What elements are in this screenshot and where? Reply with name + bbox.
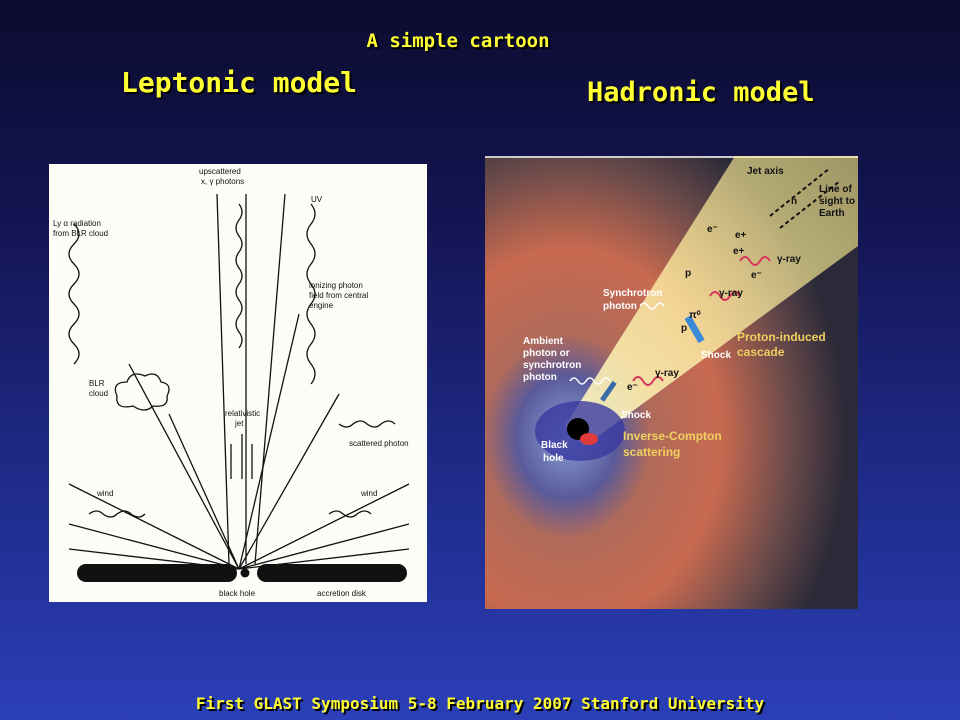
label-ambient-1: Ambient: [523, 336, 564, 347]
lya-photon-wave: [68, 223, 80, 365]
shock-lower: [600, 380, 617, 402]
label-black-hole: black hole: [219, 589, 256, 598]
label-scattered-photon: scattered photon: [349, 439, 409, 448]
hadronic-model-title: Hadronic model: [587, 77, 815, 108]
label-black: Black: [541, 440, 568, 451]
accretion-disk-left: [77, 564, 237, 582]
label-lya-2: from BLR cloud: [53, 229, 108, 238]
label-uv: UV: [311, 195, 323, 204]
label-e-minus-2: e⁻: [751, 270, 762, 281]
label-line-of-sight-2: sight to: [819, 196, 855, 207]
label-line-of-sight-3: Earth: [819, 208, 845, 219]
label-gamma-ray-2: γ-ray: [719, 288, 743, 299]
label-blr-2: cloud: [89, 389, 108, 398]
label-shock-upper: Shock: [701, 350, 731, 361]
label-upscattered: upscattered: [199, 167, 241, 176]
label-hole: hole: [543, 453, 564, 464]
scattered-photon-wave: [338, 420, 396, 428]
label-lya-1: Ly α radiation: [53, 219, 101, 228]
label-pi0: π⁰: [689, 310, 701, 321]
label-n: n: [791, 196, 797, 207]
label-proton-induced: Proton-induced: [737, 330, 826, 344]
leptonic-diagram-svg: upscattered x, γ photons UV Ly α radiati…: [53, 167, 410, 598]
label-photons: x, γ photons: [201, 177, 244, 186]
blr-cloud: [114, 373, 170, 411]
label-accretion-disk: accretion disk: [317, 589, 367, 598]
hadronic-diagram: Jet axis Line of sight to Earth n e⁻ e+ …: [485, 156, 858, 609]
label-p-2: p: [681, 323, 687, 334]
upscattered-photon-wave: [235, 203, 243, 349]
label-ambient-2: photon or: [523, 348, 570, 359]
label-blr-1: BLR: [89, 379, 105, 388]
label-e-plus-1: e+: [735, 230, 747, 241]
photon-ray-left: [216, 193, 230, 565]
label-cascade: cascade: [737, 345, 785, 359]
label-wind-right: wind: [360, 489, 377, 498]
label-jet-axis: Jet axis: [747, 166, 784, 177]
uv-photon-wave: [306, 203, 316, 385]
label-e-minus-3: e⁻: [627, 382, 638, 393]
label-gamma-ray-3: γ-ray: [655, 368, 679, 379]
black-hole-dot: [240, 568, 250, 578]
label-p-1: p: [685, 268, 691, 279]
label-synchrotron-photon: photon: [603, 301, 637, 312]
label-wind-left: wind: [96, 489, 113, 498]
label-line-of-sight-1: Line of: [819, 184, 852, 195]
label-e-minus-1: e⁻: [707, 224, 718, 235]
leptonic-model-title: Leptonic model: [121, 66, 358, 99]
hadronic-diagram-svg: Jet axis Line of sight to Earth n e⁻ e+ …: [485, 156, 858, 609]
leptonic-diagram: upscattered x, γ photons UV Ly α radiati…: [49, 164, 427, 602]
accretion-disk-right: [257, 564, 407, 582]
label-ionizing-1: ionizing photon: [309, 281, 363, 290]
label-shock-lower: Shock: [621, 410, 651, 421]
label-scattering: scattering: [623, 445, 680, 459]
jet-cone: [565, 156, 858, 446]
shock-upper: [684, 315, 705, 344]
label-inverse-compton: Inverse-Compton: [623, 429, 722, 443]
label-relativistic: relativistic: [225, 409, 260, 418]
label-jet: jet: [234, 419, 244, 428]
photon-ray-right: [254, 193, 286, 565]
label-synchrotron: Synchrotron: [603, 288, 662, 299]
label-ambient-4: photon: [523, 372, 557, 383]
slide-footer: First GLAST Symposium 5-8 February 2007 …: [195, 694, 765, 713]
label-ambient-3: synchrotron: [523, 360, 581, 371]
label-ionizing-3: engine: [309, 301, 334, 310]
slide-subtitle: A simple cartoon: [366, 30, 550, 52]
label-e-plus-2: e+: [733, 246, 745, 257]
label-gamma-ray-1: γ-ray: [777, 254, 801, 265]
label-ionizing-2: field from central: [309, 291, 368, 300]
